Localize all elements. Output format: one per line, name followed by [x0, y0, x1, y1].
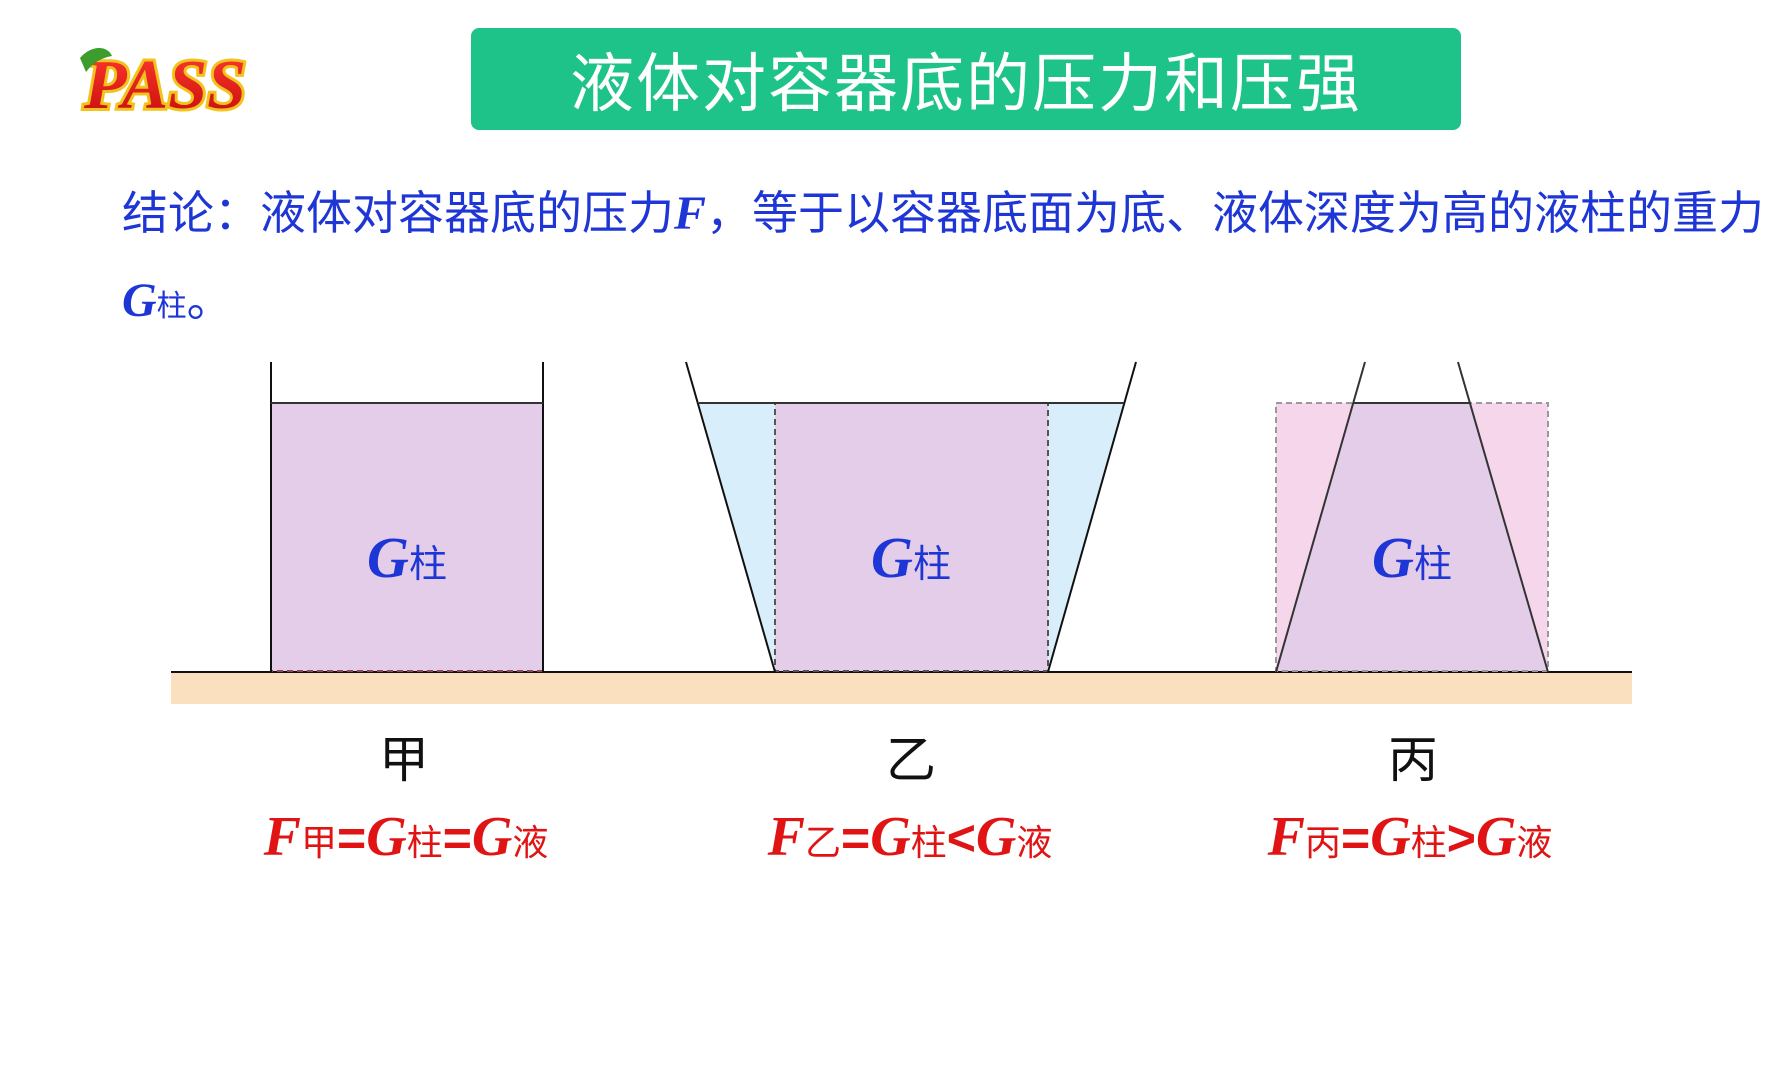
- conclusion-sub-g: 柱: [156, 289, 187, 324]
- formula-yi: F乙=G柱<G液: [767, 806, 1053, 868]
- column-label-bing: G柱: [1372, 525, 1452, 590]
- vessel-wall-left-yi: [685, 361, 776, 673]
- liquid-column-yi: [775, 403, 1048, 671]
- leaf-icon: [80, 48, 112, 72]
- column-label-yi: G柱: [871, 525, 951, 590]
- vessel-name-yi: 乙: [886, 731, 936, 789]
- liquid-column-jia: [271, 403, 543, 671]
- conclusion-var-f: F: [674, 187, 707, 240]
- vessel-wall-right-yi: [1047, 361, 1137, 673]
- title-bar: 液体对容器底的压力和压强: [471, 28, 1461, 130]
- vessel-name-jia: 甲: [379, 731, 429, 789]
- vessel-wall-right-bing: [1457, 361, 1549, 673]
- vessel-name-bing: 丙: [1388, 731, 1438, 789]
- logo-text: PASS: [83, 47, 246, 124]
- page-title: 液体对容器底的压力和压强: [570, 48, 1362, 122]
- vessel-wall-left-bing: [1275, 361, 1366, 673]
- conclusion-middle: ，等于以容器底面为底、液体深度为高的液柱的重力: [706, 186, 1765, 240]
- conclusion-suffix: 。: [186, 273, 233, 327]
- ground: [171, 672, 1632, 704]
- column-label-jia: G柱: [367, 525, 447, 590]
- pass-logo: PASS: [80, 44, 249, 127]
- liquid-body-bing: [1276, 403, 1548, 671]
- formula-jia: F甲=G柱=G液: [263, 806, 549, 868]
- conclusion-var-g: G: [122, 274, 157, 327]
- conclusion-prefix: 结论：液体对容器底的压力: [122, 186, 674, 240]
- conclusion-text: 结论：液体对容器底的压力F，等于以容器底面为底、液体深度为高的液柱的重力 G柱。: [122, 170, 1772, 350]
- formula-bing: F丙=G柱>G液: [1267, 806, 1553, 868]
